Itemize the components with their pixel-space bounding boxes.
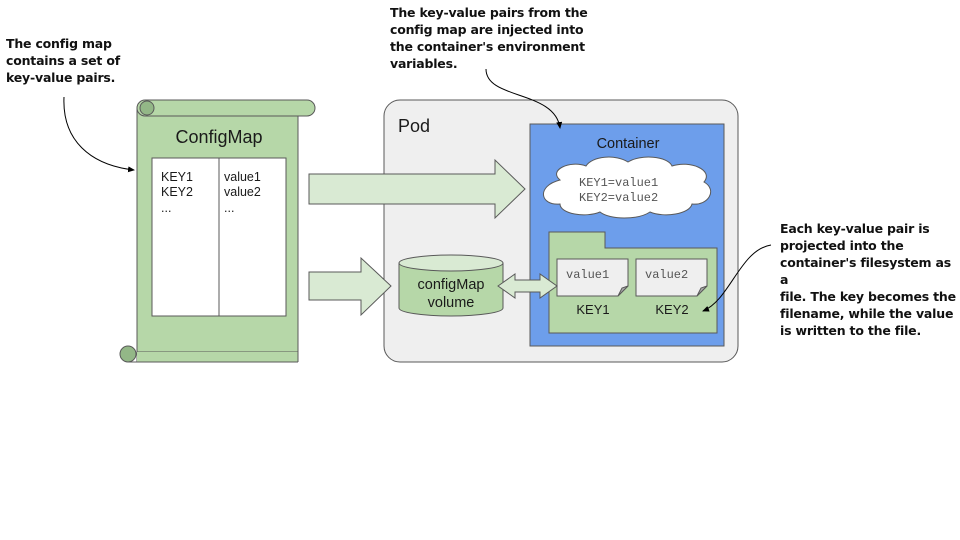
configmap-volume: configMap volume xyxy=(398,254,504,317)
env-injection-arrow xyxy=(308,158,526,220)
configmap-scroll: ConfigMap KEY1 KEY2 ... value1 value2 ..… xyxy=(119,99,316,363)
env-annotation: The key-value pairs from the config map … xyxy=(390,5,588,71)
filesystem-folder xyxy=(548,231,718,334)
configmap-key: KEY1 xyxy=(161,170,193,184)
configmap-key: KEY2 xyxy=(161,185,193,199)
file-name: KEY1 xyxy=(576,302,609,317)
configmap-value: value2 xyxy=(224,185,261,199)
configmap-value: value1 xyxy=(224,170,261,184)
container-label: Container xyxy=(597,136,660,152)
configmap-title: ConfigMap xyxy=(175,127,262,147)
callout-file xyxy=(702,244,772,312)
volume-file-double-arrow xyxy=(497,273,558,299)
file-key1: value1 KEY1 xyxy=(556,258,629,317)
configmap-key: ... xyxy=(161,201,171,215)
scroll-curl-top xyxy=(139,100,155,116)
file-content: value2 xyxy=(645,268,688,282)
pod-label: Pod xyxy=(398,116,430,136)
file-key2: value2 KEY2 xyxy=(635,258,708,317)
scroll-curl-bottom xyxy=(119,345,137,363)
volume-arrow xyxy=(308,256,392,317)
file-name: KEY2 xyxy=(655,302,688,317)
scroll-top-roll xyxy=(136,99,316,117)
configmap-value: ... xyxy=(224,201,234,215)
file-content: value1 xyxy=(566,268,609,282)
env-var: KEY2=value2 xyxy=(579,191,658,205)
callout-configmap xyxy=(63,96,135,173)
callout-env xyxy=(485,68,563,129)
env-var: KEY1=value1 xyxy=(579,176,658,190)
file-annotation: Each key-value pair is projected into th… xyxy=(780,221,956,338)
volume-label-line1: configMap xyxy=(418,277,485,293)
env-vars-cloud: KEY1=value1 KEY2=value2 xyxy=(543,156,712,219)
configmap-annotation: The config map contains a set of key-val… xyxy=(6,36,120,85)
volume-label-line2: volume xyxy=(428,295,475,311)
